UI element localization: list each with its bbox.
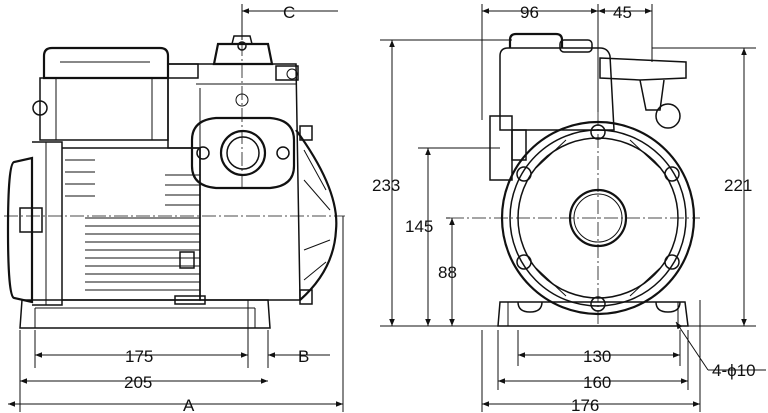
front-upper-body [499, 47, 615, 131]
dim-88: 88 [438, 263, 457, 282]
end-cap-boss [19, 207, 43, 233]
motor-end-cap [6, 156, 34, 304]
dim-221: 221 [724, 176, 752, 195]
outlet-flange [190, 116, 296, 190]
pump-housing [167, 63, 301, 301]
dim-96: 96 [520, 3, 539, 22]
cooling-fins [65, 159, 200, 291]
terminal-box-lid [42, 46, 170, 80]
drain-knob [655, 103, 681, 129]
flange-bolt-left [196, 146, 210, 160]
dim-176: 176 [571, 396, 599, 413]
dim-130: 130 [583, 347, 611, 366]
front-bracket [599, 57, 687, 81]
side-base-plate [19, 299, 271, 329]
dim-160: 160 [583, 373, 611, 392]
outlet-port [219, 129, 267, 177]
dim-B: B [298, 347, 309, 366]
flange-bolt-right [276, 146, 290, 160]
priming-plug-housing [212, 42, 274, 66]
front-view: 96 45 233 145 88 221 130 160 176 [372, 3, 766, 413]
terminal-box [39, 77, 169, 141]
dim-233: 233 [372, 176, 400, 195]
dim-205: 205 [124, 373, 152, 392]
dim-A: A [183, 396, 195, 413]
volute-cover [295, 129, 338, 301]
dim-45: 45 [613, 3, 632, 22]
dim-C: C [283, 3, 295, 22]
side-view: C 175 B 205 A [4, 3, 345, 413]
motor-body [62, 147, 201, 301]
cable-gland [32, 100, 48, 116]
dim-holes: 4-ϕ10 [712, 361, 756, 380]
dim-175: 175 [125, 347, 153, 366]
dim-145: 145 [405, 217, 433, 236]
